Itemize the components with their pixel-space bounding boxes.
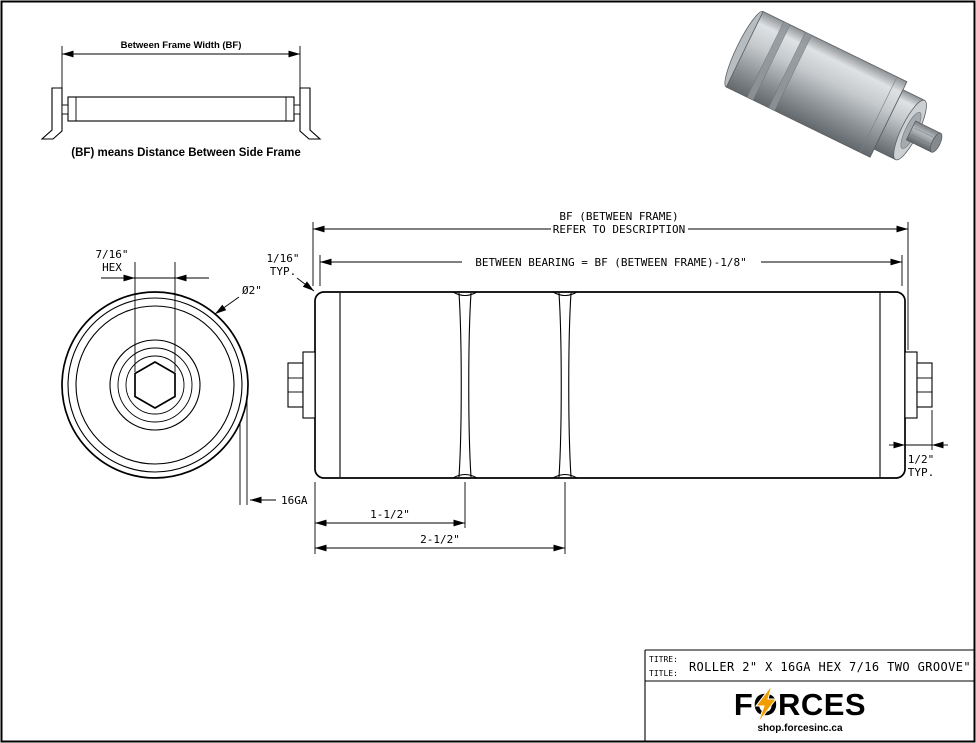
lightning-bolt-icon: [754, 684, 777, 724]
left-side-frame: [40, 87, 63, 140]
roller-side-view: [287, 291, 933, 479]
dimension-groove-positions: 1-1/2" 2-1/2": [314, 482, 566, 554]
groove2-dim-label: 2-1/2": [420, 533, 460, 546]
dimension-end-clearance: 1/16" TYP.: [266, 252, 315, 292]
inset-dim-label: Between Frame Width (BF): [121, 40, 242, 51]
brand-website: shop.forcesinc.ca: [757, 723, 842, 734]
hex-size-label: 7/16": [95, 248, 128, 261]
dimension-bf: BF (BETWEEN FRAME) REFER TO DESCRIPTION: [312, 210, 909, 350]
hex-bore: [134, 361, 176, 409]
bearing-race-circle: [117, 347, 193, 423]
gauge-label: 16GA: [281, 494, 308, 507]
dimension-between-bearing: BETWEEN BEARING = BF (BETWEEN FRAME)-1/8…: [319, 255, 903, 286]
roller-end-view: 7/16" HEX Ø2" 16GA: [61, 248, 308, 507]
shaft-ext-typ-label: TYP.: [908, 466, 935, 479]
bearing-inner-circle: [125, 355, 185, 415]
roller-3d-render: [724, 11, 943, 161]
bf-label-line1: BF (BETWEEN FRAME): [559, 210, 678, 223]
roller-3d-groove-2: [768, 31, 812, 112]
bearing-outer-circle: [109, 339, 201, 431]
between-bearing-label: BETWEEN BEARING = BF (BETWEEN FRAME)-1/8…: [475, 256, 747, 269]
groove-2: [552, 291, 578, 479]
groove1-dim-label: 1-1/2": [370, 508, 410, 521]
roller-3d-groove-1: [746, 21, 791, 101]
right-side-frame: [299, 87, 322, 140]
shaft-ext-label: 1/2": [908, 453, 935, 466]
inset-caption: (BF) means Distance Between Side Frame: [71, 147, 300, 159]
tube-id-circle: [67, 297, 243, 473]
right-shaft: [904, 351, 933, 419]
dimension-shaft-extension: 1/2" TYP.: [889, 410, 948, 479]
forces-logo: FORCES shop.forcesinc.ca: [734, 684, 866, 734]
title-label-fr: TITRE:: [649, 655, 678, 664]
groove-1: [452, 291, 478, 479]
roller-tube: [314, 291, 906, 479]
inset-roller-body: [67, 96, 295, 122]
bf-inset-diagram: Between Frame Width (BF) (BF) means Dist…: [40, 40, 322, 159]
left-shaft: [287, 351, 316, 419]
hex-word-label: HEX: [102, 261, 122, 274]
end-clearance-typ-label: TYP.: [270, 265, 297, 278]
end-clearance-label: 1/16": [266, 252, 299, 265]
title-block: TITRE: TITLE: ROLLER 2" X 16GA HEX 7/16 …: [644, 649, 974, 742]
bf-label-line2: REFER TO DESCRIPTION: [553, 223, 685, 236]
groove-circle: [75, 305, 235, 465]
drawing-title: ROLLER 2" X 16GA HEX 7/16 TWO GROOVE": [689, 660, 971, 674]
brand-name: FORCES: [734, 687, 866, 722]
diameter-label: Ø2": [242, 284, 262, 297]
title-label-en: TITLE:: [649, 669, 678, 678]
tube-od-circle: [61, 291, 249, 479]
